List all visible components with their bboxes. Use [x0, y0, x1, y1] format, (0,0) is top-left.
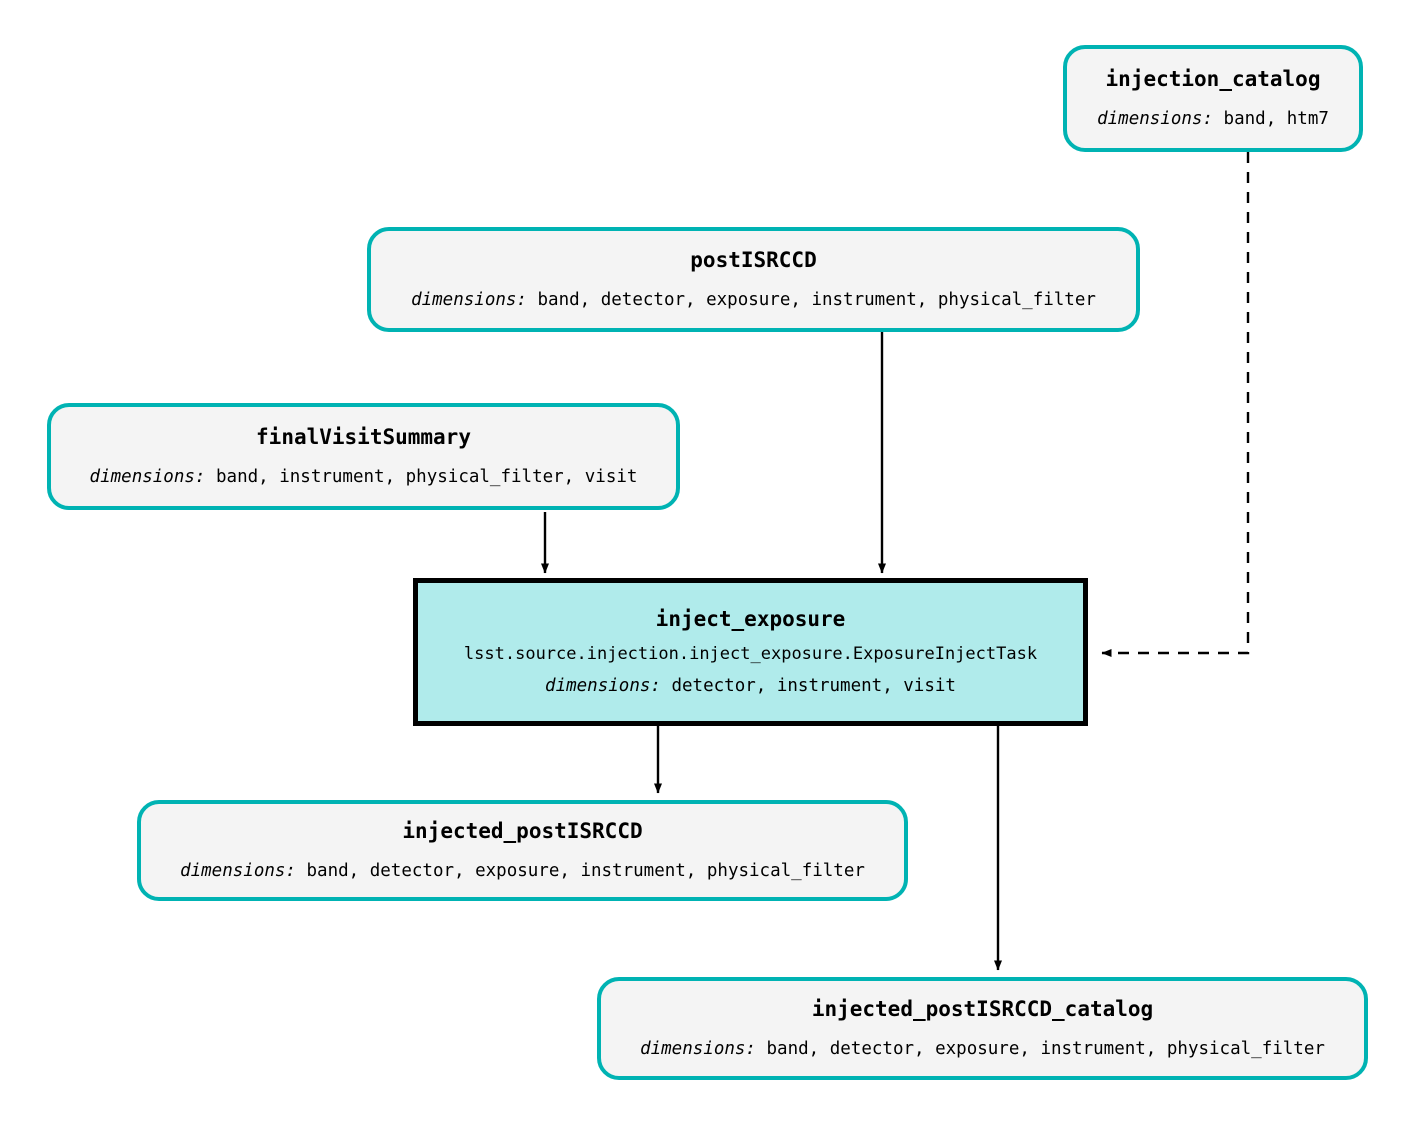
- dimensions-label: dimensions:: [640, 1038, 756, 1059]
- node-finalvisitsummary-dimensions: dimensions: band, instrument, physical_f…: [90, 467, 638, 488]
- dimensions-value: band, detector, exposure, instrument, ph…: [306, 860, 865, 881]
- node-injected-postisrccd-catalog[interactable]: injected_postISRCCD_catalog dimensions: …: [597, 977, 1368, 1080]
- node-injected-postisrccd-catalog-dimensions: dimensions: band, detector, exposure, in…: [640, 1039, 1325, 1060]
- node-injection-catalog-title: injection_catalog: [1105, 67, 1321, 92]
- node-inject-exposure-class-path: lsst.source.injection.inject_exposure.Ex…: [463, 643, 1038, 664]
- dimensions-value: band, htm7: [1223, 108, 1329, 129]
- node-inject-exposure-dimensions: dimensions: detector, instrument, visit: [545, 676, 956, 697]
- node-injected-postisrccd-title: injected_postISRCCD: [402, 819, 643, 844]
- node-injection-catalog[interactable]: injection_catalog dimensions: band, htm7: [1063, 45, 1363, 152]
- node-postisrccd-title: postISRCCD: [690, 248, 817, 273]
- dimensions-value: detector, instrument, visit: [671, 676, 956, 697]
- node-postisrccd[interactable]: postISRCCD dimensions: band, detector, e…: [367, 227, 1140, 332]
- dimensions-value: band, detector, exposure, instrument, ph…: [537, 289, 1096, 310]
- node-finalvisitsummary[interactable]: finalVisitSummary dimensions: band, inst…: [47, 403, 680, 510]
- node-injection-catalog-dimensions: dimensions: band, htm7: [1097, 109, 1329, 130]
- node-inject-exposure-title: inject_exposure: [655, 606, 846, 631]
- node-finalvisitsummary-title: finalVisitSummary: [256, 425, 471, 450]
- dimensions-label: dimensions:: [545, 676, 661, 697]
- dimensions-label: dimensions:: [180, 860, 296, 881]
- node-injected-postisrccd[interactable]: injected_postISRCCD dimensions: band, de…: [137, 800, 908, 901]
- dimensions-label: dimensions:: [411, 289, 527, 310]
- dimensions-label: dimensions:: [89, 466, 206, 487]
- node-injected-postisrccd-catalog-title: injected_postISRCCD_catalog: [811, 997, 1154, 1022]
- dimensions-label: dimensions:: [1097, 108, 1213, 129]
- node-postisrccd-dimensions: dimensions: band, detector, exposure, in…: [411, 290, 1096, 311]
- dimensions-value: band, instrument, physical_filter, visit: [216, 466, 638, 487]
- dimensions-value: band, detector, exposure, instrument, ph…: [766, 1038, 1325, 1059]
- node-inject-exposure[interactable]: inject_exposure lsst.source.injection.in…: [413, 578, 1088, 726]
- node-injected-postisrccd-dimensions: dimensions: band, detector, exposure, in…: [180, 861, 865, 882]
